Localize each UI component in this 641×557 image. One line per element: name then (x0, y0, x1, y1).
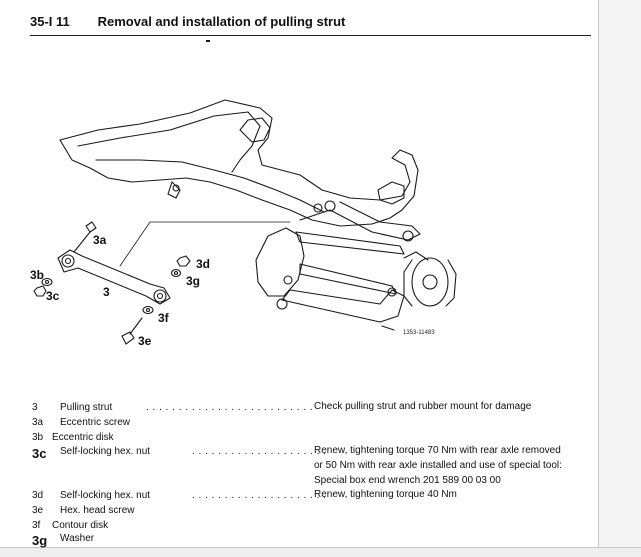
part-name: Washer (60, 533, 95, 544)
carrier-rear-edge (95, 159, 325, 213)
note-check-strut: Check pulling strut and rubber mount for… (314, 401, 532, 412)
strut-eye-rear (153, 289, 167, 303)
part-id: 3g (32, 533, 48, 548)
part-name: Hex. head screw (60, 505, 135, 516)
drawing-reference-number: 1353-11483 (403, 330, 435, 336)
wheel-hub (411, 257, 449, 307)
viewer-right-margin (598, 0, 641, 556)
part-name: Eccentric disk (52, 432, 114, 443)
note-special-tool: Special box end wrench 201 589 00 03 00 (314, 475, 501, 486)
part-id: 3e (32, 505, 44, 516)
part-id: 3a (32, 417, 44, 428)
carrier-bolt (324, 200, 336, 212)
suspension-drawing (33, 40, 457, 345)
strut-eye-front (61, 254, 75, 268)
camber-strut (299, 201, 421, 241)
callout-3b: 3b (30, 268, 45, 282)
part-name: Self-locking hex. nut (60, 446, 151, 457)
spring-link (281, 289, 405, 323)
part-id: 3f (32, 520, 41, 531)
leader-dots: . . . . . . . . . . . . . . . . . . . . … (192, 490, 327, 501)
lower-bushing (387, 287, 397, 297)
link-bushing (402, 230, 414, 242)
part-name: Self-locking hex. nut (60, 490, 151, 501)
link-bushing-2 (313, 203, 323, 213)
pulling-strut (57, 249, 171, 305)
leader-dots: . . . . . . . . . . . . . . . . . . . . … (146, 402, 314, 413)
viewer-bottom-edge (0, 547, 641, 557)
callout-3a: 3a (93, 233, 107, 247)
section-number: 35-I 11 (30, 14, 70, 29)
hub-center (422, 274, 438, 290)
part-name: Contour disk (52, 520, 109, 531)
callout-3e: 3e (138, 334, 152, 348)
page-header: 35-I 11 Removal and installation of pull… (30, 14, 345, 29)
wheel-carrier (255, 227, 305, 297)
hex-head-screw (121, 317, 143, 345)
note-torque-40nm: Renew, tightening torque 40 Nm (314, 489, 457, 500)
part-id: 3c (32, 446, 47, 461)
note-torque-50nm: or 50 Nm with rear axle installed and us… (314, 460, 562, 471)
leader-dots: . . . . . . . . . . . . . . . . . . . . … (192, 446, 327, 457)
hex-nut-3c (33, 285, 47, 297)
callout-3d: 3d (196, 257, 211, 271)
washer (170, 268, 182, 278)
carrier-mount (167, 181, 181, 199)
hub-flange (403, 259, 457, 307)
note-torque-70nm: Renew, tightening torque 70 Nm with rear… (314, 445, 561, 456)
callout-3f: 3f (158, 311, 169, 325)
contour-disk (142, 305, 154, 315)
header-rule (30, 35, 591, 36)
callout-3: 3 (103, 285, 110, 299)
axle-carrier-outline (59, 99, 419, 227)
part-name: Pulling strut (60, 402, 113, 413)
upper-link (295, 231, 405, 255)
carrier-top-bracket (239, 117, 271, 143)
carrier-right-bracket (377, 181, 405, 205)
eccentric-screw (73, 221, 97, 253)
hex-nut-3d (176, 255, 191, 267)
part-id: 3d (32, 490, 44, 501)
page-title: Removal and installation of pulling stru… (97, 14, 346, 29)
part-id: 3b (32, 432, 44, 443)
part-id: 3 (32, 402, 38, 413)
carrier-inner-edge (77, 111, 261, 173)
leader-line (119, 221, 291, 267)
callout-3c: 3c (46, 289, 60, 303)
eccentric-disk (41, 277, 53, 287)
callout-3g: 3g (186, 274, 201, 288)
part-name: Eccentric screw (60, 417, 131, 428)
track-rod (299, 263, 397, 295)
